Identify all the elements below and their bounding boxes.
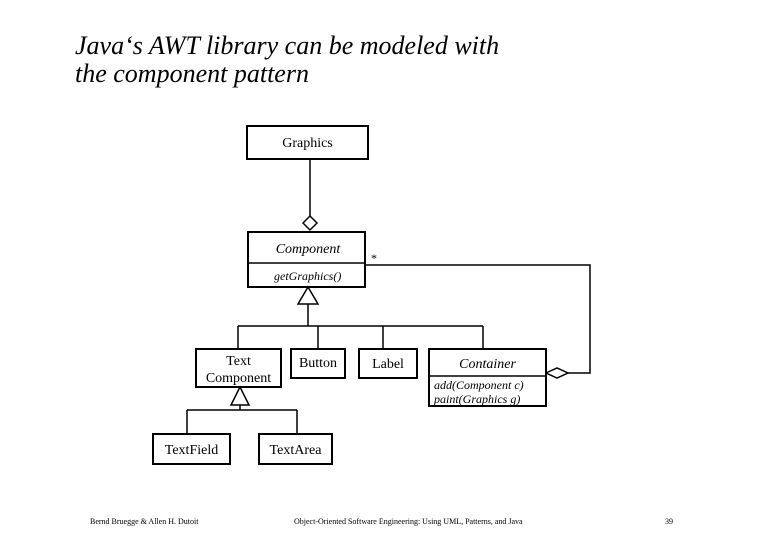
component-class-box <box>247 231 366 288</box>
container-class-name: Container <box>459 357 516 372</box>
label-class: Label <box>358 348 418 379</box>
container-aggregation-diamond-icon <box>544 367 570 379</box>
footer-book-title: Object-Oriented Software Engineering: Us… <box>294 517 523 526</box>
component-class: Component getGraphics() <box>247 231 366 288</box>
textfield-class-box <box>152 433 231 465</box>
textfield-class: TextField <box>152 433 231 465</box>
graphics-component-aggregation <box>301 159 319 232</box>
button-class-box <box>290 348 346 379</box>
inheritance-triangle-icon <box>296 285 320 305</box>
textarea-class-box <box>258 433 333 465</box>
component-inheritance <box>237 285 484 349</box>
label-class-box <box>358 348 418 379</box>
slide-title: Java‘s AWT library can be modeled with t… <box>75 32 499 88</box>
textfield-class-name: TextField <box>165 443 218 458</box>
footer-authors: Bernd Bruegge & Allen H. Dutoit <box>90 517 199 526</box>
container-class-box <box>428 348 547 407</box>
button-class-name: Button <box>299 356 337 371</box>
multiplicity-label: * <box>371 251 377 265</box>
slide-title-line-2: the component pattern <box>75 59 309 88</box>
label-class-name: Label <box>372 357 404 372</box>
container-operation-add: add(Component c) <box>434 378 524 392</box>
slide-title-line-1: Java‘s AWT library can be modeled with <box>75 31 500 60</box>
graphics-class-box <box>246 125 369 160</box>
container-operation-paint: paint(Graphics g) <box>433 392 520 406</box>
textarea-class: TextArea <box>258 433 333 465</box>
component-operation-getgraphics: getGraphics() <box>274 269 341 283</box>
component-class-name: Component <box>276 242 342 257</box>
button-class: Button <box>290 348 346 379</box>
container-aggregation-line <box>365 264 591 374</box>
aggregation-diamond-icon <box>301 214 319 232</box>
graphics-class-name: Graphics <box>282 136 333 151</box>
graphics-class: Graphics <box>246 125 369 160</box>
text-component-inheritance-triangle-icon <box>229 385 251 406</box>
text-component-class-name-line-2: Component <box>206 371 271 386</box>
text-component-inheritance <box>186 385 298 434</box>
text-component-class-box <box>195 348 282 388</box>
text-component-class: Text Component <box>195 348 282 388</box>
container-component-aggregation <box>365 264 591 379</box>
text-component-class-name-line-1: Text <box>226 354 251 369</box>
footer-page-number: 39 <box>665 517 673 526</box>
textarea-class-name: TextArea <box>270 443 323 458</box>
container-class: Container add(Component c) paint(Graphic… <box>428 348 547 407</box>
